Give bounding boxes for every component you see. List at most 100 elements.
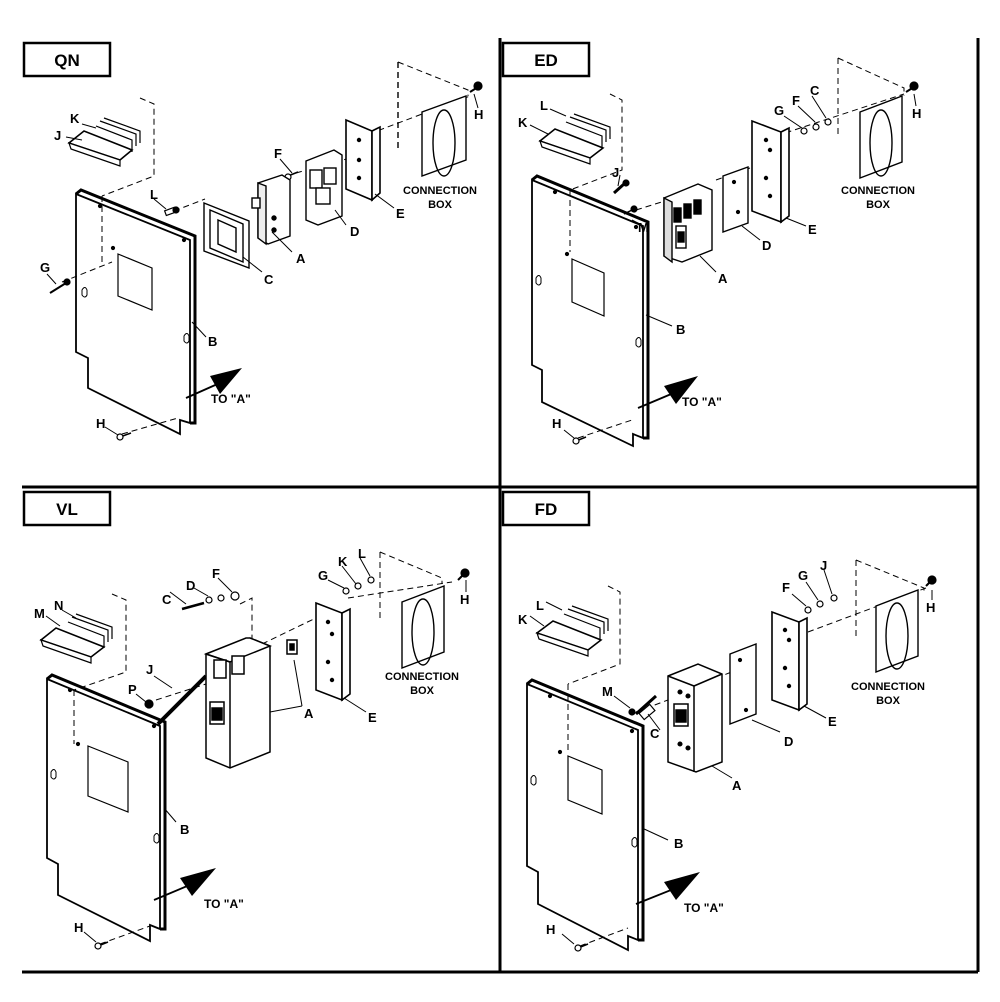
panel-title: VL [56,500,78,519]
front-cover-panel [75,188,197,436]
callout-label: F [212,566,220,581]
to-a-label: TO "A" [682,395,722,409]
callout-label: M [602,684,613,699]
mounting-plate [345,118,381,202]
callout-label: H [96,416,105,431]
screw-icon [572,81,919,445]
connection-box-label: CONNECTION BOX [841,185,915,211]
callout-label: K [518,612,528,627]
connection-box-label: CONNECTION BOX [403,185,477,211]
callout-label: H [460,592,469,607]
trim-strip [67,117,141,167]
callout-label: A [296,251,306,266]
trim-strip [535,605,609,657]
callout-label: G [40,260,50,275]
circuit-breaker [663,183,713,264]
callout-label: J [54,128,61,143]
front-cover-panel [46,673,167,943]
callout-label: L [150,187,158,202]
callouts: A B C D E F G H H J K L [40,93,483,436]
mounting-plate [751,119,790,224]
callout-label: H [474,107,483,122]
callout-label: G [318,568,328,583]
connection-box [875,588,919,674]
trim-strip [538,113,611,165]
callout-label: D [350,224,359,239]
callout-label: B [674,836,683,851]
callout-label: H [926,600,935,615]
panel-ed: ED [501,41,921,448]
panel-vl: VL [22,490,470,950]
direction-arrow: TO "A" [635,872,724,915]
callout-label: K [70,111,80,126]
front-cover-panel [526,678,645,952]
callout-label: A [732,778,742,793]
trim-strip [39,613,113,664]
direction-arrow: TO "A" [637,376,722,409]
callout-label: N [54,598,63,613]
connection-box-label-line2: BOX [410,685,435,697]
connection-box-label-line1: CONNECTION [385,671,459,683]
to-a-label: TO "A" [684,901,724,915]
panel-title: FD [535,500,558,519]
callout-label: L [536,598,544,613]
callout-label: D [762,238,771,253]
callout-label: A [718,271,728,286]
callout-label: C [650,726,660,741]
circuit-breaker [203,637,298,769]
callout-label: B [180,822,189,837]
callout-label: K [518,115,528,130]
callout-label: A [304,706,314,721]
connection-box-label-line2: BOX [428,199,453,211]
callout-label: F [782,580,790,595]
connection-box-label: CONNECTION BOX [385,671,459,697]
screw-icon [49,81,483,441]
panel-qn: QN [22,41,483,441]
backing-plate [722,166,749,233]
panel-title: QN [54,51,80,70]
circuit-breaker [251,174,291,246]
callout-label: H [912,106,921,121]
frame [22,38,980,974]
callout-label: E [396,206,405,221]
connection-box-label-line1: CONNECTION [403,185,477,197]
callouts: A B C D E F G H H J K L M [518,83,921,439]
callout-label: H [552,416,561,431]
callout-label: J [612,165,619,180]
callout-label: H [74,920,83,935]
panel-fd: FD [501,490,937,952]
callout-label: G [798,568,808,583]
callout-label: C [162,592,172,607]
panel-title-box [22,490,112,527]
mounting-plate [315,601,351,702]
callout-label: F [792,93,800,108]
mounting-plate [771,610,808,712]
screw-icon [574,575,937,952]
to-a-label: TO "A" [211,392,251,406]
dashed-guide [61,61,471,435]
callout-label: J [146,662,153,677]
callout-label: B [676,322,685,337]
front-cover-panel [531,174,650,448]
panel-title-box [501,41,591,78]
callout-label: L [358,546,366,561]
callout-label: E [808,222,817,237]
callout-label: H [546,922,555,937]
callout-label: E [368,710,377,725]
direction-arrow: TO "A" [153,868,244,911]
callouts: A B C D E F G H H J K L M [518,558,935,945]
to-a-label: TO "A" [204,897,244,911]
callout-label: F [274,146,282,161]
mounting-bracket [305,149,343,226]
callout-label: P [128,682,137,697]
connection-box-label: CONNECTION BOX [851,681,925,707]
breaker-bezel [203,201,250,270]
callout-label: D [186,578,195,593]
callout-label: L [540,98,548,113]
callout-label: C [810,83,820,98]
connection-box-label-line1: CONNECTION [841,185,915,197]
panel-title-box [501,490,591,527]
direction-arrow: TO "A" [185,368,251,406]
connection-box [859,94,903,180]
